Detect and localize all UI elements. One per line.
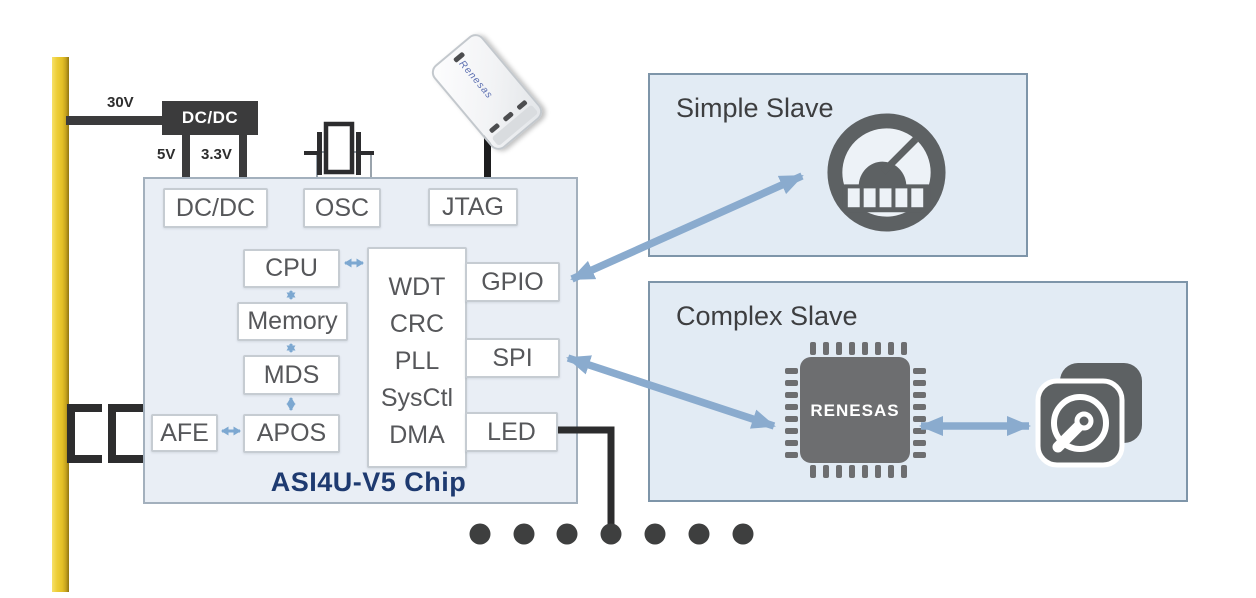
block-afe-label: AFE: [160, 418, 209, 447]
sysfunc-pll: PLL: [394, 347, 440, 375]
asi-bus-cable: [52, 57, 69, 592]
block-mds: MDS: [243, 355, 340, 395]
jtag-debugger-icon: Renesas: [427, 30, 547, 154]
complex-slave-title: Complex Slave: [676, 301, 858, 331]
block-dcdc-label: DC/DC: [175, 193, 256, 222]
sysfunc-sysctl: SysCtl: [380, 384, 454, 412]
block-gpio-label: GPIO: [481, 267, 544, 296]
gauge-icon: [827, 113, 946, 232]
sysfunc-crc: CRC: [389, 310, 445, 338]
wire-5v: [182, 134, 190, 190]
coupling-bracket-icon: [67, 404, 102, 463]
block-memory-label: Memory: [247, 307, 338, 335]
chip-title: ASI4U-V5 Chip: [270, 467, 467, 497]
external-dcdc-block: DC/DC: [162, 101, 258, 135]
block-spi: SPI: [465, 338, 560, 378]
block-osc-label: OSC: [314, 193, 370, 222]
block-gpio: GPIO: [465, 262, 560, 302]
block-system-functions: WDT CRC PLL SysCtl DMA: [367, 247, 467, 468]
block-jtag: JTAG: [428, 188, 518, 226]
block-jtag-label: JTAG: [441, 192, 505, 221]
jtag-device-brand: Renesas: [456, 58, 495, 102]
block-apos-label: APOS: [256, 419, 327, 447]
renesas-mcu-icon: RENESAS: [785, 342, 926, 478]
label-3v3: 3.3V: [201, 146, 232, 163]
sysfunc-dma: DMA: [389, 421, 445, 449]
block-osc: OSC: [303, 188, 381, 228]
sysfunc-wdt: WDT: [388, 273, 446, 301]
jtag-cable: [484, 128, 491, 190]
mcu-logo-text: RENESAS: [810, 401, 899, 420]
block-apos: APOS: [243, 414, 340, 453]
label-5v: 5V: [157, 146, 176, 163]
bus-dots: [469, 523, 754, 545]
block-memory: Memory: [237, 302, 348, 341]
crystal-oscillator-icon: [304, 121, 374, 175]
block-dcdc-internal: DC/DC: [163, 188, 268, 228]
external-dcdc-label: DC/DC: [181, 108, 239, 127]
block-afe: AFE: [151, 414, 218, 452]
simple-slave-title: Simple Slave: [676, 93, 834, 123]
block-led: LED: [465, 412, 558, 452]
wire-3v3: [239, 134, 247, 190]
motor-icon: [1035, 363, 1142, 468]
block-cpu-label: CPU: [265, 254, 318, 282]
block-led-label: LED: [487, 417, 536, 446]
block-mds-label: MDS: [263, 360, 320, 389]
coupling-bracket-icon: [108, 404, 147, 463]
wire-30v: [66, 116, 163, 125]
block-spi-label: SPI: [492, 343, 533, 372]
label-30v: 30V: [107, 94, 134, 111]
block-cpu: CPU: [243, 249, 340, 288]
